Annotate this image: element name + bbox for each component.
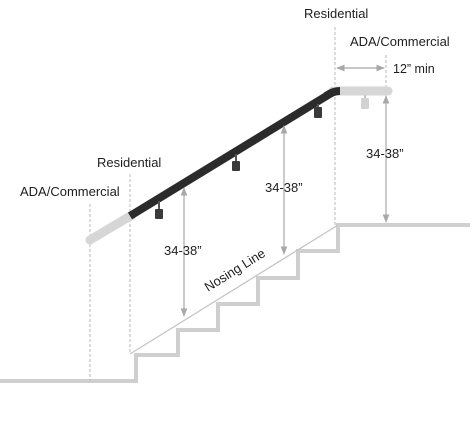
rail-bracket-icon xyxy=(155,201,163,219)
staircase xyxy=(0,223,470,383)
nosing-line xyxy=(129,224,339,355)
dimension-arrows xyxy=(180,64,390,317)
label-ada-commercial-top: ADA/Commercial xyxy=(350,34,450,49)
rail-bracket-icon xyxy=(314,104,322,118)
label-height-left: 34-38” xyxy=(164,243,202,258)
stair-profile xyxy=(0,223,470,383)
rail-sloped xyxy=(127,88,336,220)
guide-lines xyxy=(89,27,387,381)
rail-bend xyxy=(323,87,341,100)
rail-extension-bottom xyxy=(85,210,137,245)
label-height-middle: 34-38” xyxy=(265,180,303,195)
label-residential-left: Residential xyxy=(97,155,161,170)
rail-bracket-icon xyxy=(361,95,369,109)
handrail xyxy=(85,86,393,245)
rail-bracket-icon xyxy=(232,154,240,171)
rail-brackets xyxy=(155,95,369,219)
label-twelve-min: 12” min xyxy=(393,62,435,76)
label-height-right: 34-38” xyxy=(366,146,404,161)
label-residential-top: Residential xyxy=(304,6,368,21)
label-ada-commercial-left: ADA/Commercial xyxy=(20,184,120,199)
